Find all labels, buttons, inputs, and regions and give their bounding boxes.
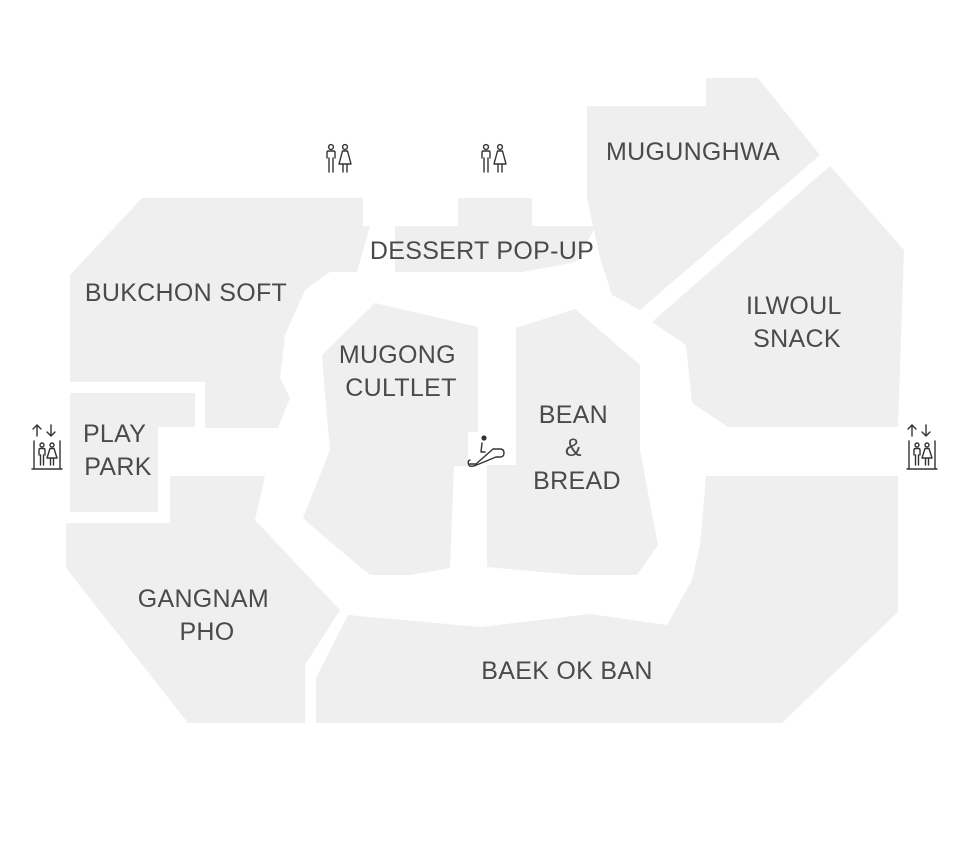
zone-ilwoul-snack[interactable]	[652, 166, 904, 427]
restroom-icon[interactable]	[481, 143, 507, 173]
label-ilwoul-snack: ILWOUL SNACK	[746, 292, 848, 353]
zone-baek-ok-ban[interactable]	[316, 476, 898, 723]
label-bukchon-soft: BUKCHON SOFT	[85, 279, 287, 307]
label-dessert-popup: DESSERT POP-UP	[370, 237, 594, 265]
zones	[66, 78, 904, 723]
elevator-icon[interactable]	[906, 424, 938, 470]
zone-bean-bread[interactable]	[487, 309, 658, 575]
store-labels: MUGUNGHWA DESSERT POP-UP BUKCHON SOFT IL…	[83, 138, 848, 685]
zone-gangnam-pho[interactable]	[66, 476, 340, 723]
escalator-icon[interactable]	[467, 435, 505, 467]
label-baek-ok-ban: BAEK OK BAN	[481, 657, 652, 685]
restroom-icon[interactable]	[326, 143, 352, 173]
zone-dessert-popup[interactable]	[395, 198, 596, 272]
zone-mugong-cultlet[interactable]	[303, 303, 478, 575]
label-mugunghwa: MUGUNGHWA	[606, 138, 780, 166]
facility-icons	[31, 143, 938, 470]
label-mugong-cultlet: MUGONG CULTLET	[339, 341, 463, 402]
zone-bukchon-soft[interactable]	[70, 198, 370, 428]
elevator-icon[interactable]	[31, 424, 63, 470]
label-bean-bread: BEAN & BREAD	[533, 401, 621, 495]
label-play-park: PLAY PARK	[83, 420, 153, 481]
label-gangnam-pho: GANGNAM PHO	[138, 585, 277, 646]
zone-mugunghwa[interactable]	[587, 78, 820, 310]
zone-play-park[interactable]	[70, 393, 195, 512]
